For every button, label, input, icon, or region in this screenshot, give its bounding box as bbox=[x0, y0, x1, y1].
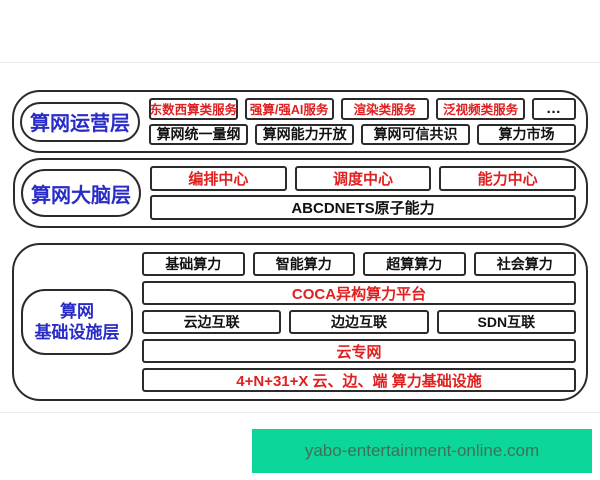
service-box-ellipsis: … bbox=[532, 98, 576, 120]
interconnect-box-cloud-edge: 云边互联 bbox=[142, 310, 282, 334]
interconnect-row: 云边互联 边边互联 SDN互联 bbox=[142, 310, 576, 334]
layer-brain: 算网大脑层 编排中心 调度中心 能力中心 ABCDNETS原子能力 bbox=[13, 158, 588, 228]
layer-operation-content: 东数西算类服务 强算/强AI服务 渲染类服务 泛视频类服务 … 算网统一量纲 算… bbox=[149, 98, 577, 145]
foundation-row: 4+N+31+X 云、边、端 算力基础设施 bbox=[142, 368, 576, 392]
service-box-rendering: 渲染类服务 bbox=[340, 98, 430, 120]
layer-brain-label: 算网大脑层 bbox=[21, 169, 141, 217]
interconnect-box-edge-edge: 边边互联 bbox=[289, 310, 429, 334]
computing-box-intelligent: 智能算力 bbox=[252, 252, 355, 276]
platform-row: COCA异构算力平台 bbox=[142, 281, 576, 305]
capability-box-trusted-consensus: 算网可信共识 bbox=[361, 123, 470, 145]
cloud-private-network-row: 云专网 bbox=[142, 339, 576, 363]
operation-capabilities-row: 算网统一量纲 算网能力开放 算网可信共识 算力市场 bbox=[149, 123, 577, 145]
center-box-orchestration: 编排中心 bbox=[150, 166, 287, 191]
cloud-private-network-box: 云专网 bbox=[142, 339, 576, 363]
slide-top-edge bbox=[0, 62, 600, 63]
watermark-text: yabo-entertainment-online.com bbox=[304, 441, 540, 460]
layer-infrastructure-content: 基础算力 智能算力 超算算力 社会算力 COCA异构算力平台 云边互联 边边互联… bbox=[142, 252, 576, 392]
capability-box-capability-open: 算网能力开放 bbox=[255, 123, 355, 145]
layer-brain-content: 编排中心 调度中心 能力中心 ABCDNETS原子能力 bbox=[150, 166, 577, 220]
layer-infrastructure-label-line2: 基础设施层 bbox=[34, 323, 120, 342]
interconnect-box-sdn: SDN互联 bbox=[436, 310, 576, 334]
operation-services-row: 东数西算类服务 强算/强AI服务 渲染类服务 泛视频类服务 … bbox=[149, 98, 576, 120]
computing-box-basic: 基础算力 bbox=[142, 252, 245, 276]
brain-centers-row: 编排中心 调度中心 能力中心 bbox=[150, 166, 577, 191]
computing-box-social: 社会算力 bbox=[473, 252, 576, 276]
computing-types-row: 基础算力 智能算力 超算算力 社会算力 bbox=[142, 252, 576, 276]
service-box-east-west-computing: 东数西算类服务 bbox=[149, 98, 238, 120]
slide-bottom-edge bbox=[0, 412, 600, 413]
coca-platform-box: COCA异构算力平台 bbox=[142, 281, 576, 305]
layer-infrastructure-label: 算网 基础设施层 bbox=[21, 289, 133, 355]
layer-operation: 算网运营层 东数西算类服务 强算/强AI服务 渲染类服务 泛视频类服务 … 算网… bbox=[12, 90, 588, 153]
center-box-capability: 能力中心 bbox=[439, 166, 577, 191]
computing-box-super: 超算算力 bbox=[363, 252, 466, 276]
layer-infrastructure: 算网 基础设施层 基础算力 智能算力 超算算力 社会算力 COCA异构算力平台 … bbox=[12, 243, 588, 401]
watermark-banner: yabo-entertainment-online.com bbox=[252, 429, 592, 473]
capability-box-unified-metric: 算网统一量纲 bbox=[149, 123, 249, 145]
capability-box-computing-market: 算力市场 bbox=[476, 123, 577, 145]
layer-operation-label: 算网运营层 bbox=[20, 101, 140, 142]
center-box-scheduling: 调度中心 bbox=[294, 166, 432, 191]
foundation-box: 4+N+31+X 云、边、端 算力基础设施 bbox=[142, 368, 576, 392]
service-box-pan-video: 泛视频类服务 bbox=[436, 98, 525, 120]
atomic-capability-box: ABCDNETS原子能力 bbox=[150, 195, 576, 220]
layer-infrastructure-label-line1: 算网 bbox=[60, 301, 94, 321]
brain-atomic-row: ABCDNETS原子能力 bbox=[150, 195, 576, 220]
service-box-strong-ai: 强算/强AI服务 bbox=[244, 98, 334, 120]
